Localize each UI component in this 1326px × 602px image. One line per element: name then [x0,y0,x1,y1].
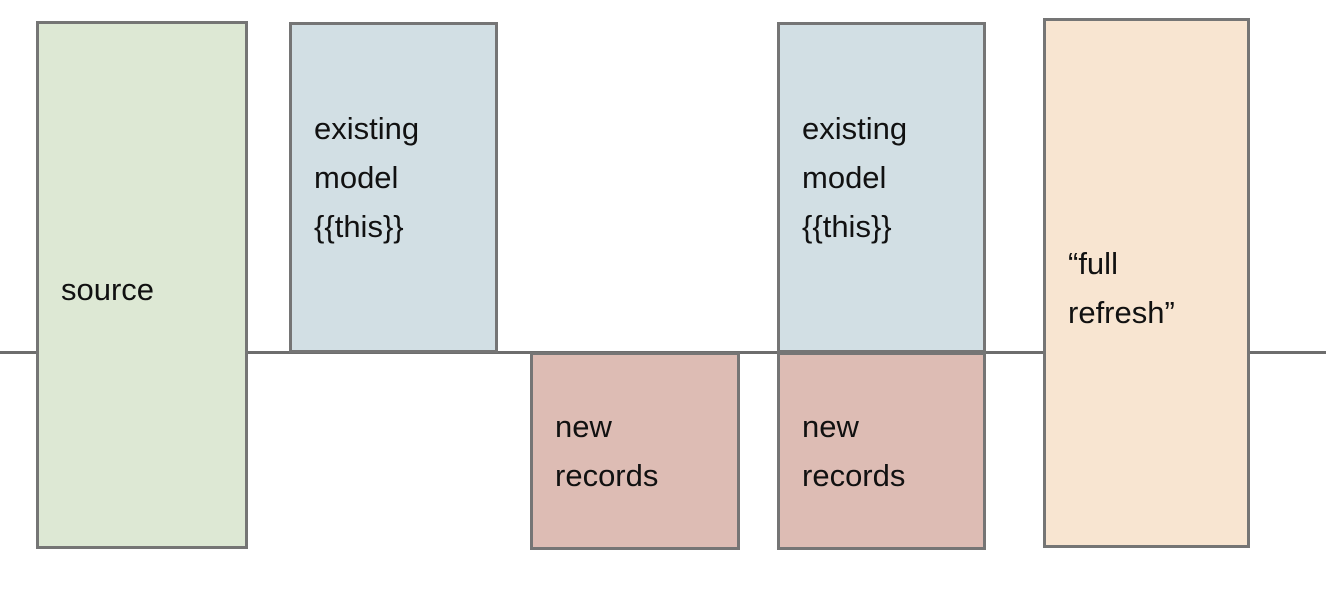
block-new-records-2[interactable]: new records [777,352,986,550]
block-existing-model-2[interactable]: existing model {{this}} [777,22,986,353]
block-existing-model-1[interactable]: existing model {{this}} [289,22,498,353]
block-full-refresh[interactable]: “full refresh” [1043,18,1250,548]
block-existing-model-1-label: existing model {{this}} [314,111,420,244]
block-source[interactable]: source [36,21,248,549]
block-source-label: source [61,271,155,307]
block-new-records-1[interactable]: new records [530,352,740,550]
block-new-records-2-label: new records [802,409,906,493]
block-existing-model-2-label: existing model {{this}} [802,111,908,244]
block-full-refresh-label: “full refresh” [1068,246,1175,330]
block-new-records-1-label: new records [555,409,659,493]
